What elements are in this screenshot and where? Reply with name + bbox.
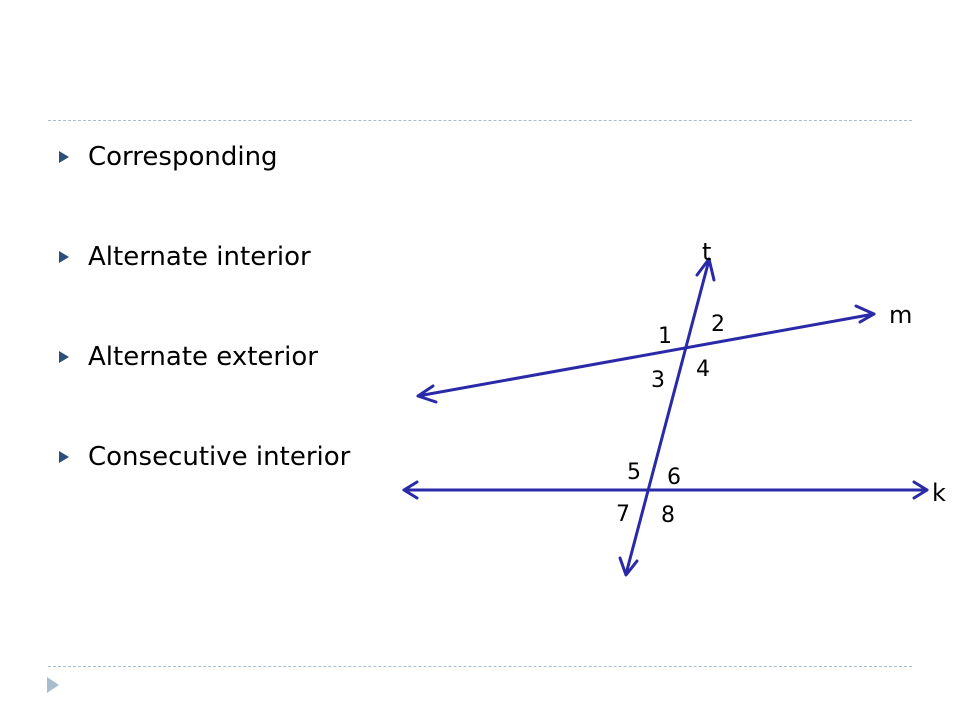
label-m: m (889, 301, 912, 329)
bullet-triangle-icon (58, 150, 88, 164)
angle-label-4: 4 (696, 357, 710, 382)
angle-label-6: 6 (667, 465, 681, 490)
label-t: t (702, 238, 711, 266)
line-m (416, 312, 876, 398)
bullet-text: Alternate exterior (88, 342, 318, 372)
bullet-list: Corresponding Alternate interior Alterna… (58, 132, 350, 532)
angle-label-8: 8 (661, 503, 675, 528)
angle-label-5: 5 (627, 460, 641, 485)
angle-label-1: 1 (658, 324, 672, 349)
bullet-item: Alternate interior (58, 232, 350, 282)
transversal-arrowhead-top (695, 257, 716, 282)
bullet-item: Alternate exterior (58, 332, 350, 382)
angle-label-3: 3 (651, 368, 665, 393)
bottom-divider (48, 666, 912, 667)
footer-triangle-icon (46, 676, 60, 698)
bullet-item: Consecutive interior (58, 432, 350, 482)
line-k-arrowhead-left (402, 480, 419, 500)
bullet-text: Consecutive interior (88, 442, 351, 472)
line-m-arrowhead-left (416, 384, 438, 404)
bullet-item: Corresponding (58, 132, 350, 182)
line-m-arrowhead-right (854, 304, 876, 324)
bullet-text: Alternate interior (88, 242, 311, 272)
bullet-triangle-icon (58, 250, 88, 264)
angle-label-2: 2 (711, 312, 725, 337)
bullet-triangle-icon (58, 450, 88, 464)
angle-label-7: 7 (616, 502, 630, 527)
transversal-line-t (624, 258, 711, 576)
bullet-text: Corresponding (88, 142, 278, 172)
bullet-triangle-icon (58, 350, 88, 364)
transversal-arrowhead-bottom (618, 556, 639, 577)
label-k: k (932, 479, 946, 507)
line-k-arrowhead-right (912, 480, 929, 500)
top-divider (48, 120, 912, 121)
